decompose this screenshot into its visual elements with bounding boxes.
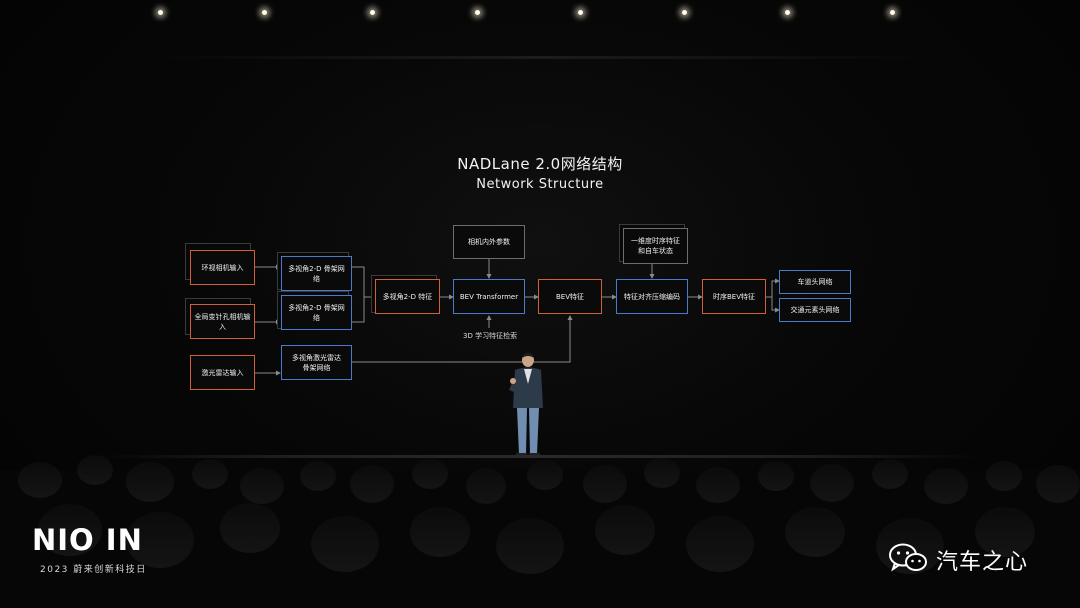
wechat-icon xyxy=(889,543,927,572)
temporal-feature-ego-state-node: 一维度时序特征 和自车状态 xyxy=(623,228,688,264)
event-name: 2023 蔚来创新科技日 xyxy=(40,565,147,575)
lighting-truss xyxy=(150,56,930,59)
bev-feature-node: BEV特征 xyxy=(538,279,602,314)
bev-transformer-node: BEV Transformer xyxy=(453,279,525,314)
nio-in-logo: NIO IN xyxy=(32,523,143,557)
temporal-bev-feature-node: 时序BEV特征 xyxy=(702,279,766,314)
surround-camera-input-node: 环视相机输入 xyxy=(190,250,255,285)
spotlight xyxy=(370,10,375,15)
audience-silhouettes xyxy=(0,455,1080,608)
backbone-network-node: 多视角2-D 骨架网络 xyxy=(281,256,352,291)
traffic-element-head-node: 交通元素头网络 xyxy=(779,298,851,322)
lidar-input-node: 激光雷达输入 xyxy=(190,355,255,390)
spotlight xyxy=(262,10,267,15)
ceiling-lights xyxy=(0,0,1080,30)
slide-subtitle: Network Structure xyxy=(476,177,604,192)
learned-feature-retrieval-label: 3D 学习特征检索 xyxy=(463,332,518,340)
lane-head-node: 车道头网络 xyxy=(779,270,851,294)
stage-edge xyxy=(100,455,980,458)
spotlight xyxy=(785,10,790,15)
feature-alignment-compression-node: 特征对齐压缩编码 xyxy=(616,279,688,314)
multiview-2d-feature-node: 多视角2-D 特征 xyxy=(375,279,440,314)
pinhole-camera-input-node: 全局变针孔相机输入 xyxy=(190,304,255,339)
spotlight xyxy=(682,10,687,15)
backbone-network-node: 多视角2-D 骨架网络 xyxy=(281,295,352,330)
spotlight xyxy=(890,10,895,15)
watermark-text: 汽车之心 xyxy=(936,550,1029,575)
spotlight xyxy=(475,10,480,15)
lidar-backbone-node: 多视角激光雷达 骨架网络 xyxy=(281,345,352,380)
spotlight xyxy=(578,10,583,15)
spotlight xyxy=(158,10,163,15)
speaker-figure xyxy=(509,352,543,458)
slide-title: NADLane 2.0网络结构 xyxy=(457,155,623,173)
camera-params-node: 相机内外参数 xyxy=(453,225,525,259)
